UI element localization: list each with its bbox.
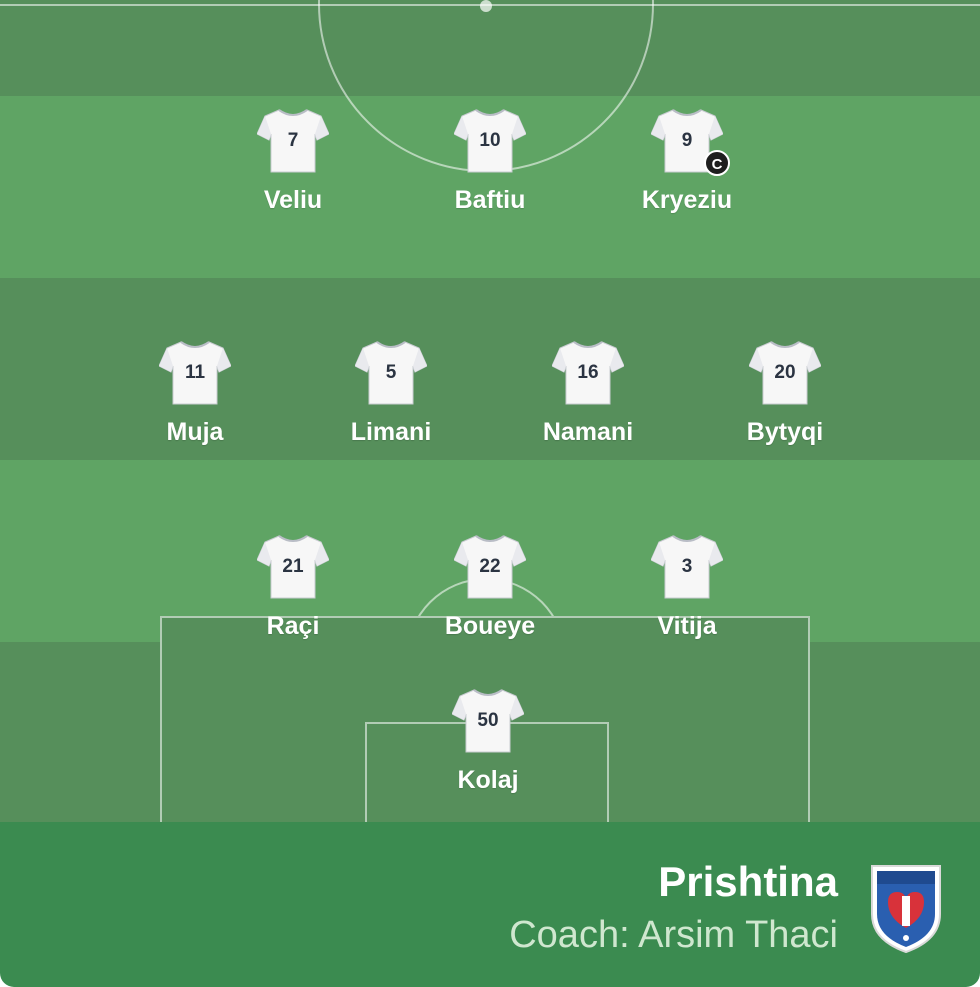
player-vitija[interactable]: 3 Vitija — [607, 534, 767, 654]
player-name[interactable]: Namani — [542, 418, 634, 446]
player-veliu[interactable]: 7 Veliu — [213, 108, 373, 228]
shirt-icon[interactable]: 22 — [454, 534, 526, 600]
shirt-number: 21 — [282, 556, 304, 577]
shirt-icon[interactable]: 16 — [552, 340, 624, 406]
shirt-icon[interactable]: 5 — [355, 340, 427, 406]
player-limani[interactable]: 5 Limani — [311, 340, 471, 460]
shirt-number: 22 — [479, 556, 501, 577]
shirt-icon[interactable]: 50 — [452, 688, 524, 754]
player-kryeziu[interactable]: 9 C Kryeziu — [607, 108, 767, 228]
shirt-number: 50 — [477, 710, 499, 731]
pitch-stripe — [0, 278, 980, 460]
player-name[interactable]: Limani — [350, 418, 432, 446]
player-bytyqi[interactable]: 20 Bytyqi — [705, 340, 865, 460]
player-name[interactable]: Vitija — [657, 612, 717, 640]
player-name[interactable]: Kolaj — [457, 766, 519, 794]
shirt-number: 9 — [681, 130, 693, 151]
player-name[interactable]: Boueye — [444, 612, 536, 640]
player-name[interactable]: Raçi — [266, 612, 320, 640]
player-muja[interactable]: 11 Muja — [115, 340, 275, 460]
shirt-number: 11 — [184, 362, 206, 383]
shirt-number: 20 — [774, 362, 796, 383]
player-boueye[interactable]: 22 Boueye — [410, 534, 570, 654]
player-name[interactable]: Muja — [166, 418, 224, 446]
captain-badge-icon: C — [704, 150, 730, 176]
shirt-icon[interactable]: 10 — [454, 108, 526, 174]
player-name[interactable]: Kryeziu — [641, 186, 733, 214]
shirt-icon[interactable]: 11 — [159, 340, 231, 406]
shirt-number: 3 — [681, 556, 693, 577]
player-baftiu[interactable]: 10 Baftiu — [410, 108, 570, 228]
shirt-number: 7 — [287, 130, 299, 151]
shirt-number: 16 — [577, 362, 599, 383]
shirt-number: 10 — [479, 130, 501, 151]
player-name[interactable]: Bytyqi — [746, 418, 824, 446]
center-spot — [480, 0, 492, 12]
player-kolaj[interactable]: 50 Kolaj — [408, 688, 568, 808]
club-crest-icon[interactable] — [866, 862, 946, 954]
shirt-icon[interactable]: 20 — [749, 340, 821, 406]
shirt-number: 5 — [385, 362, 397, 383]
player-name[interactable]: Baftiu — [454, 186, 526, 214]
team-footer: Prishtina Coach: Arsim Thaci — [0, 822, 980, 987]
player-name[interactable]: Veliu — [263, 186, 323, 214]
shirt-icon[interactable]: 7 — [257, 108, 329, 174]
player-raci[interactable]: 21 Raçi — [213, 534, 373, 654]
shirt-icon[interactable]: 21 — [257, 534, 329, 600]
coach-label: Coach: Arsim Thaci — [509, 914, 838, 956]
player-namani[interactable]: 16 Namani — [508, 340, 668, 460]
pitch: 7 Veliu 10 Baftiu 9 C Kryeziu 11 Muja 5 … — [0, 0, 980, 822]
shirt-icon[interactable]: 3 — [651, 534, 723, 600]
team-name[interactable]: Prishtina — [658, 858, 838, 905]
